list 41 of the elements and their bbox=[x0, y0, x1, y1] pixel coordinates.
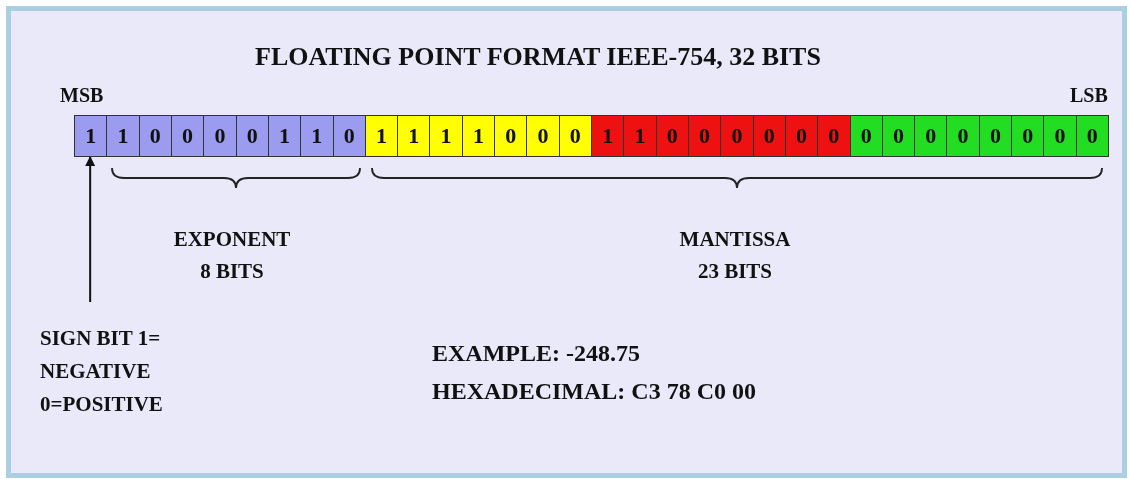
bit-cell: 0 bbox=[946, 115, 980, 157]
bit-cell: 0 bbox=[332, 115, 366, 157]
bit-cell: 0 bbox=[881, 115, 916, 157]
bit-cell: 0 bbox=[687, 115, 722, 157]
bit-cell: 0 bbox=[1011, 115, 1045, 157]
bit-cell: 0 bbox=[655, 115, 689, 157]
bit-cell: 0 bbox=[1043, 115, 1077, 157]
bit-cell: 1 bbox=[429, 115, 463, 157]
field-label: MANTISSA 23 BITS bbox=[678, 226, 792, 285]
bit-cell: 1 bbox=[461, 115, 496, 157]
bit-cell: 0 bbox=[526, 115, 560, 157]
bit-cell: 1 bbox=[397, 115, 431, 157]
lsb-label: LSB bbox=[1070, 84, 1108, 107]
bit-cell: 1 bbox=[74, 115, 108, 157]
hexadecimal-value: HEXADECIMAL: C3 78 C0 00 bbox=[432, 378, 756, 405]
bit-cell: 0 bbox=[720, 115, 754, 157]
bit-cell: 1 bbox=[591, 115, 625, 157]
bit-cell: 0 bbox=[558, 115, 592, 157]
bit-cell: 0 bbox=[914, 115, 948, 157]
bit-cell: 0 bbox=[203, 115, 237, 157]
bit-cell: 0 bbox=[752, 115, 786, 157]
bit-cell: 1 bbox=[364, 115, 399, 157]
diagram-title: FLOATING POINT FORMAT IEEE-754, 32 BITS bbox=[255, 42, 821, 72]
bit-cell: 0 bbox=[494, 115, 528, 157]
bit-cell: 0 bbox=[978, 115, 1013, 157]
bit-cell: 1 bbox=[106, 115, 140, 157]
bit-cell: 1 bbox=[623, 115, 657, 157]
bit-cell: 0 bbox=[817, 115, 851, 157]
example-value: EXAMPLE: -248.75 bbox=[432, 340, 640, 367]
bit-cell: 0 bbox=[170, 115, 205, 157]
bit-cell: 1 bbox=[300, 115, 334, 157]
msb-label: MSB bbox=[60, 84, 104, 107]
bit-cell: 0 bbox=[1075, 115, 1109, 157]
bit-cell: 0 bbox=[849, 115, 883, 157]
arrow bbox=[85, 156, 96, 303]
field-label: EXPONENT 8 BITS bbox=[172, 226, 292, 285]
bit-cell: 0 bbox=[235, 115, 269, 157]
bit-cell: 0 bbox=[138, 115, 172, 157]
bit-cell: 1 bbox=[267, 115, 302, 157]
sign-bit-note: SIGN BIT 1= NEGATIVE 0=POSITIVE bbox=[40, 322, 190, 421]
bit-cell: 0 bbox=[784, 115, 819, 157]
